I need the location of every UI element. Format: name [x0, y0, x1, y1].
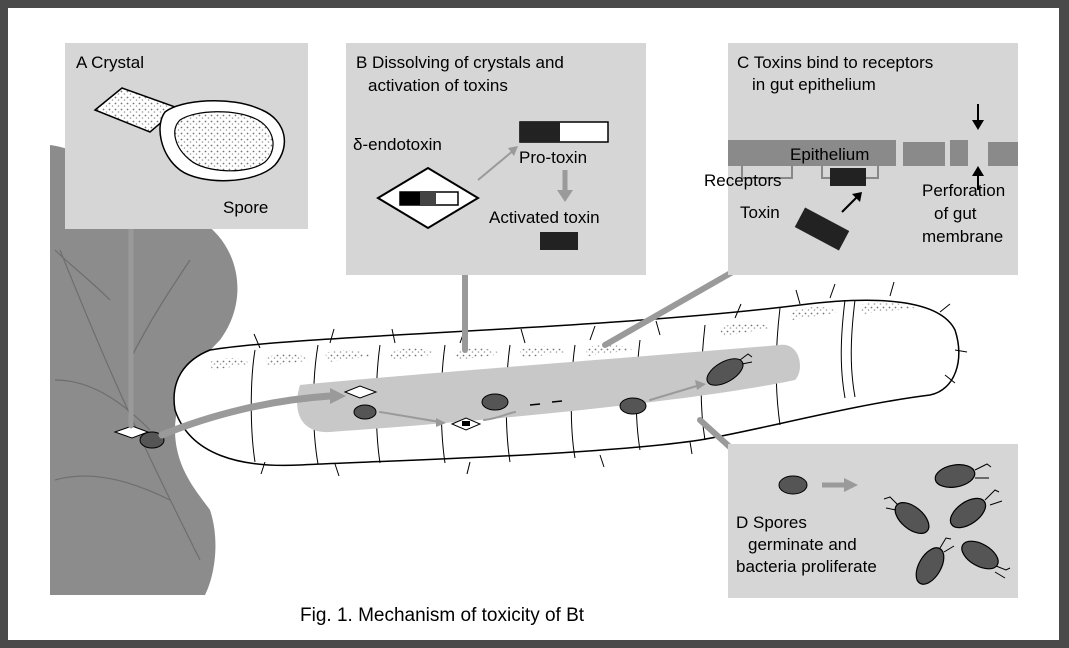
spore-label: Spore	[223, 198, 268, 217]
panel-d-title-2: germinate and	[748, 535, 857, 554]
activated-toxin-label: Activated toxin	[489, 208, 600, 227]
perforation-label-3: membrane	[922, 227, 1003, 246]
panel-c: C Toxins bind to receptors in gut epithe…	[704, 43, 1018, 275]
panel-a-title: A Crystal	[76, 53, 144, 72]
panel-c-title-1: C Toxins bind to receptors	[737, 53, 933, 72]
protoxin-label: Pro-toxin	[519, 148, 587, 167]
bound-toxin	[830, 168, 866, 186]
spore-d	[779, 476, 807, 494]
panel-c-title-2: in gut epithelium	[752, 75, 876, 94]
figure-caption: Fig. 1. Mechanism of toxicity of Bt	[300, 605, 584, 627]
panel-d-title-3: bacteria proliferate	[736, 557, 877, 576]
epithelium-label: Epithelium	[790, 145, 869, 164]
panel-d-title-1: D Spores	[736, 513, 807, 532]
perforation-label-2: of gut	[934, 204, 977, 223]
panel-b-title-1: B Dissolving of crystals and	[356, 53, 564, 72]
panel-a: A Crystal Spore	[65, 43, 308, 229]
panel-d: D Spores germinate and bacteria prolifer…	[728, 444, 1018, 598]
panel-b: B Dissolving of crystals and activation …	[346, 43, 646, 275]
endotoxin-label: δ-endotoxin	[353, 135, 442, 154]
activated-toxin-bar	[540, 232, 578, 250]
panel-b-title-2: activation of toxins	[368, 76, 508, 95]
perforation-label-1: Perforation	[922, 181, 1005, 200]
receptors-label: Receptors	[704, 171, 781, 190]
toxin-label: Toxin	[740, 203, 780, 222]
